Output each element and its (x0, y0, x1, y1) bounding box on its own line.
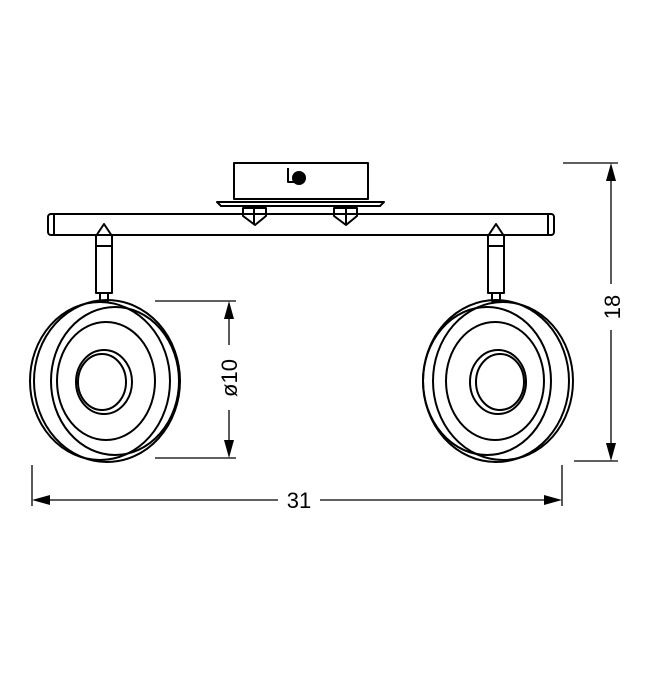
bar-body (47, 213, 555, 236)
diameter-label: ø10 (217, 359, 242, 397)
height-dimension (563, 162, 618, 462)
width-dimension (31, 465, 563, 506)
diameter-arrow-top (224, 301, 234, 319)
right-arm-stem (487, 245, 505, 294)
left-spot-inner-ring (56, 321, 156, 441)
right-spot-inner-ring (445, 321, 545, 441)
height-label: 18 (600, 295, 625, 319)
cross-bar (47, 213, 555, 236)
right-spot-back (432, 301, 574, 461)
right-spot-lens-outer (469, 349, 527, 415)
diameter-dimension (155, 300, 236, 459)
height-arrow-top (606, 163, 616, 181)
left-spot-back (29, 301, 171, 461)
right-spot-lens (475, 353, 525, 411)
right-arm-joint (487, 223, 505, 247)
left-arm-joint (95, 223, 113, 247)
width-label: 31 (287, 488, 311, 513)
diameter-arrow-bottom (224, 440, 234, 458)
width-arrow-left (32, 495, 50, 505)
mount-screw-icon (292, 171, 306, 185)
left-spot-lens-outer (75, 349, 133, 415)
mount-plate (216, 201, 385, 207)
mount-box (233, 162, 369, 200)
height-arrow-bottom (606, 443, 616, 461)
connectors (242, 207, 358, 226)
left-spot-outer-rim (33, 299, 181, 463)
width-arrow-right (544, 495, 562, 505)
left-spot-lens (77, 353, 127, 411)
left-spotlight (29, 299, 181, 463)
ceiling-mount (216, 162, 385, 207)
right-spotlight (422, 299, 574, 463)
right-spot-front-ring (422, 306, 552, 456)
left-spot-front-ring (50, 306, 180, 456)
left-arm-stem (95, 245, 113, 294)
